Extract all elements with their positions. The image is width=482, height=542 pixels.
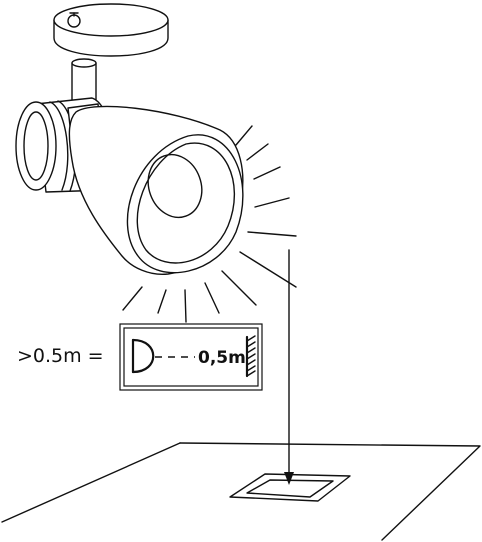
half-circle-lamp-icon: [131, 338, 155, 374]
light-rays-bottom: [122, 270, 257, 323]
target-square-outer: [229, 473, 351, 502]
symbol-distance-label: 0,5m: [198, 348, 246, 368]
distance-symbol-box: 0,5m: [119, 323, 263, 391]
distance-label: >0.5m =: [17, 345, 104, 367]
spotlight-lamp-icon: [15, 97, 244, 275]
arrow-down-icon: [284, 249, 294, 485]
hatched-surface-icon: [245, 335, 256, 378]
target-square-inner: [246, 479, 334, 498]
ceiling-canopy: [53, 3, 169, 57]
floor-surface: [1, 442, 481, 541]
light-rays-right: [235, 125, 297, 288]
